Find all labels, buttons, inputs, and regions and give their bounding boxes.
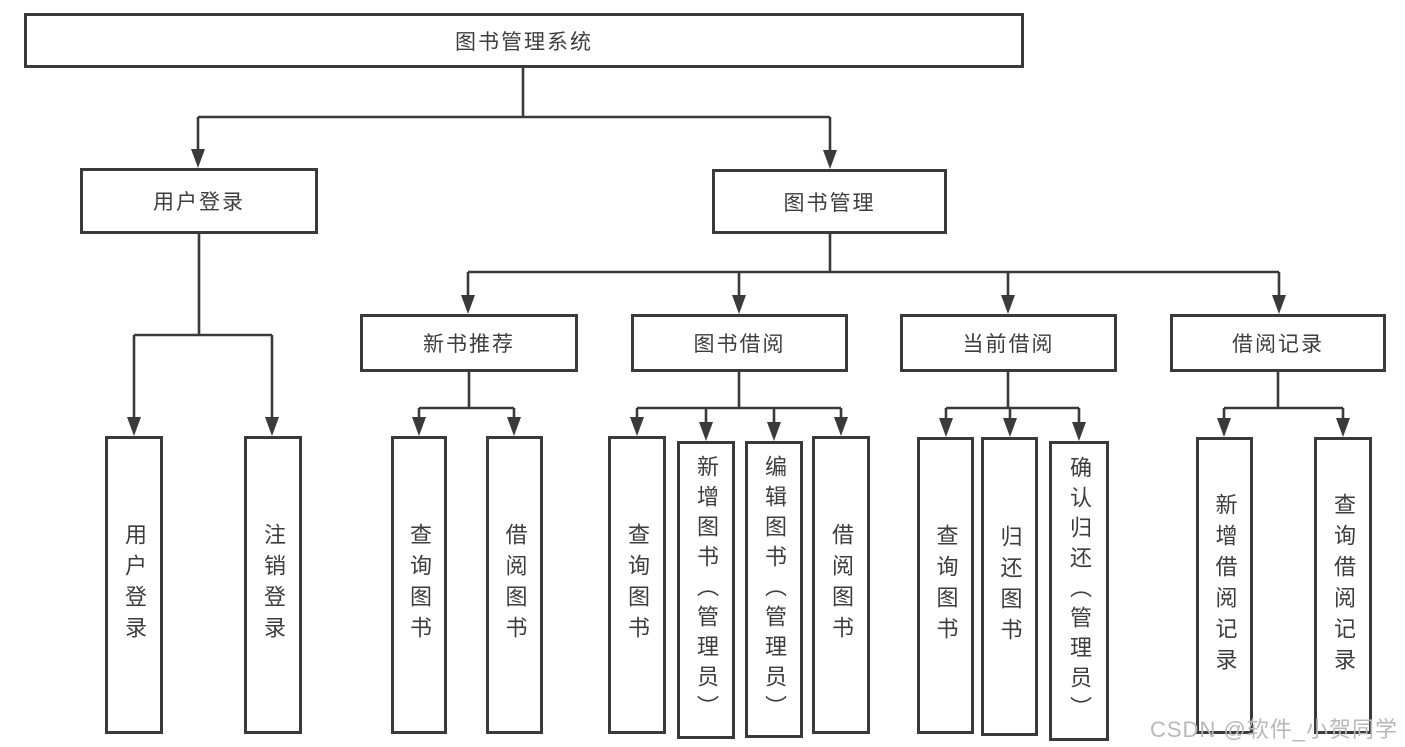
leaf-borrowing-add-books-admin-label: 新增图书（管理员）	[694, 455, 719, 725]
leaf-borrowing-borrow-books: 借阅图书	[812, 436, 870, 734]
node-book-borrowing: 图书借阅	[631, 314, 848, 372]
node-root-label: 图书管理系统	[455, 30, 593, 54]
node-book-management: 图书管理	[712, 169, 947, 234]
node-new-book-recommend-label: 新书推荐	[423, 333, 515, 356]
leaf-newbooks-borrow-books-label: 借阅图书	[502, 523, 528, 647]
leaf-newbooks-query-books: 查询图书	[391, 436, 447, 734]
leaf-records-add-record-label: 新增借阅记录	[1212, 492, 1238, 679]
leaf-records-add-record: 新增借阅记录	[1196, 437, 1253, 734]
leaf-logout: 注销登录	[244, 436, 302, 734]
node-current-borrowing-label: 当前借阅	[962, 333, 1055, 356]
leaf-borrowing-borrow-books-label: 借阅图书	[829, 523, 854, 647]
leaf-borrowing-query-books: 查询图书	[608, 436, 666, 734]
leaf-records-query-record: 查询借阅记录	[1314, 437, 1372, 734]
node-book-management-label: 图书管理	[783, 191, 876, 215]
node-user-login: 用户登录	[80, 168, 318, 234]
node-current-borrowing: 当前借阅	[900, 314, 1117, 372]
node-borrowing-records-label: 借阅记录	[1232, 333, 1324, 356]
leaf-current-query-books: 查询图书	[917, 437, 974, 734]
leaf-borrowing-add-books-admin: 新增图书（管理员）	[677, 441, 735, 739]
leaf-logout-label: 注销登录	[261, 523, 286, 647]
leaf-newbooks-borrow-books: 借阅图书	[486, 436, 543, 734]
leaf-user-login-label: 用户登录	[122, 523, 147, 647]
leaf-user-login: 用户登录	[105, 436, 163, 734]
leaf-records-query-record-label: 查询借阅记录	[1331, 492, 1356, 679]
csdn-watermark: CSDN @软件_小贺同学	[1150, 717, 1399, 742]
leaf-borrowing-edit-books-admin: 编辑图书（管理员）	[745, 441, 803, 738]
node-book-borrowing-label: 图书借阅	[693, 333, 786, 356]
leaf-borrowing-edit-books-admin-label: 编辑图书（管理员）	[762, 454, 787, 725]
leaf-current-confirm-return-admin-label: 确认归还（管理员）	[1067, 456, 1092, 726]
leaf-current-query-books-label: 查询图书	[933, 523, 959, 648]
leaf-current-confirm-return-admin: 确认归还（管理员）	[1049, 441, 1109, 741]
leaf-newbooks-query-books-label: 查询图书	[407, 523, 432, 647]
leaf-current-return-books: 归还图书	[981, 437, 1038, 736]
node-root: 图书管理系统	[24, 13, 1024, 68]
leaf-borrowing-query-books-label: 查询图书	[625, 523, 650, 647]
arrowheads	[127, 149, 1350, 441]
node-new-book-recommend: 新书推荐	[360, 314, 578, 372]
node-borrowing-records: 借阅记录	[1170, 314, 1386, 372]
node-user-login-label: 用户登录	[153, 191, 245, 214]
leaf-current-return-books-label: 归还图书	[997, 524, 1023, 649]
